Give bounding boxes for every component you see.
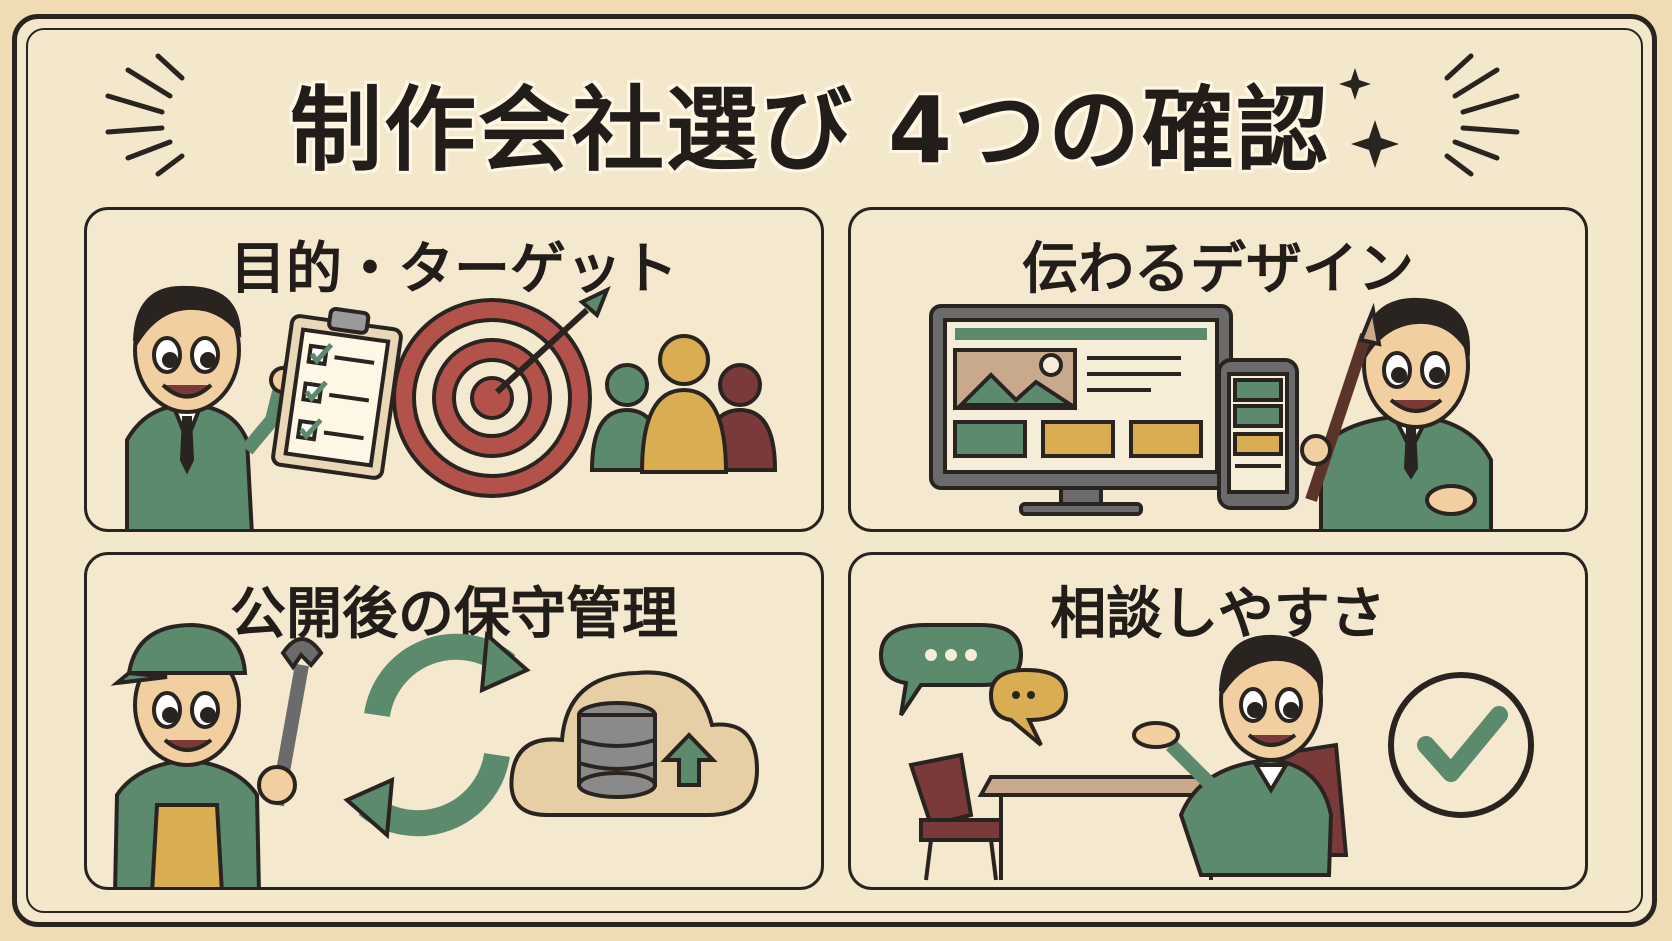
target-arrow-icon: [392, 285, 611, 498]
checklist-clipboard-icon: [271, 306, 403, 480]
speech-bubble-icon: [878, 623, 1069, 747]
audience-group-icon: [589, 334, 778, 474]
panel-consultation: 相談しやすさ: [848, 552, 1588, 890]
checkmark-circle-icon: [1388, 672, 1534, 818]
burst-lines-right-icon: [1339, 53, 1520, 177]
desktop-monitor-icon: [929, 304, 1233, 516]
businessman-paintbrush: [1300, 297, 1493, 529]
smartphone-icon: [1217, 358, 1299, 510]
panel-title: 伝わるデザイン: [1022, 237, 1414, 302]
panel-maintenance: 公開後の保守管理: [84, 552, 824, 890]
sparkle-icon: [1339, 68, 1371, 100]
inner-frame: [26, 28, 1643, 913]
panel-purpose-target: 目的・ターゲット: [84, 207, 824, 532]
panel-title: 相談しやすさ: [1050, 582, 1386, 647]
worker-wrench: [110, 622, 324, 887]
businessman-pointing: [125, 285, 297, 529]
cloud-database-upload-icon: [509, 670, 760, 817]
panel-design: 伝わるデザイン: [848, 207, 1588, 532]
sparkle-icon: [1351, 120, 1399, 168]
page-title: 制作会社選び 4つの確認: [289, 77, 1331, 184]
refresh-cycle-icon: [343, 630, 531, 840]
burst-lines-left-icon: [105, 53, 185, 177]
businessman-seated: [1132, 634, 1349, 877]
